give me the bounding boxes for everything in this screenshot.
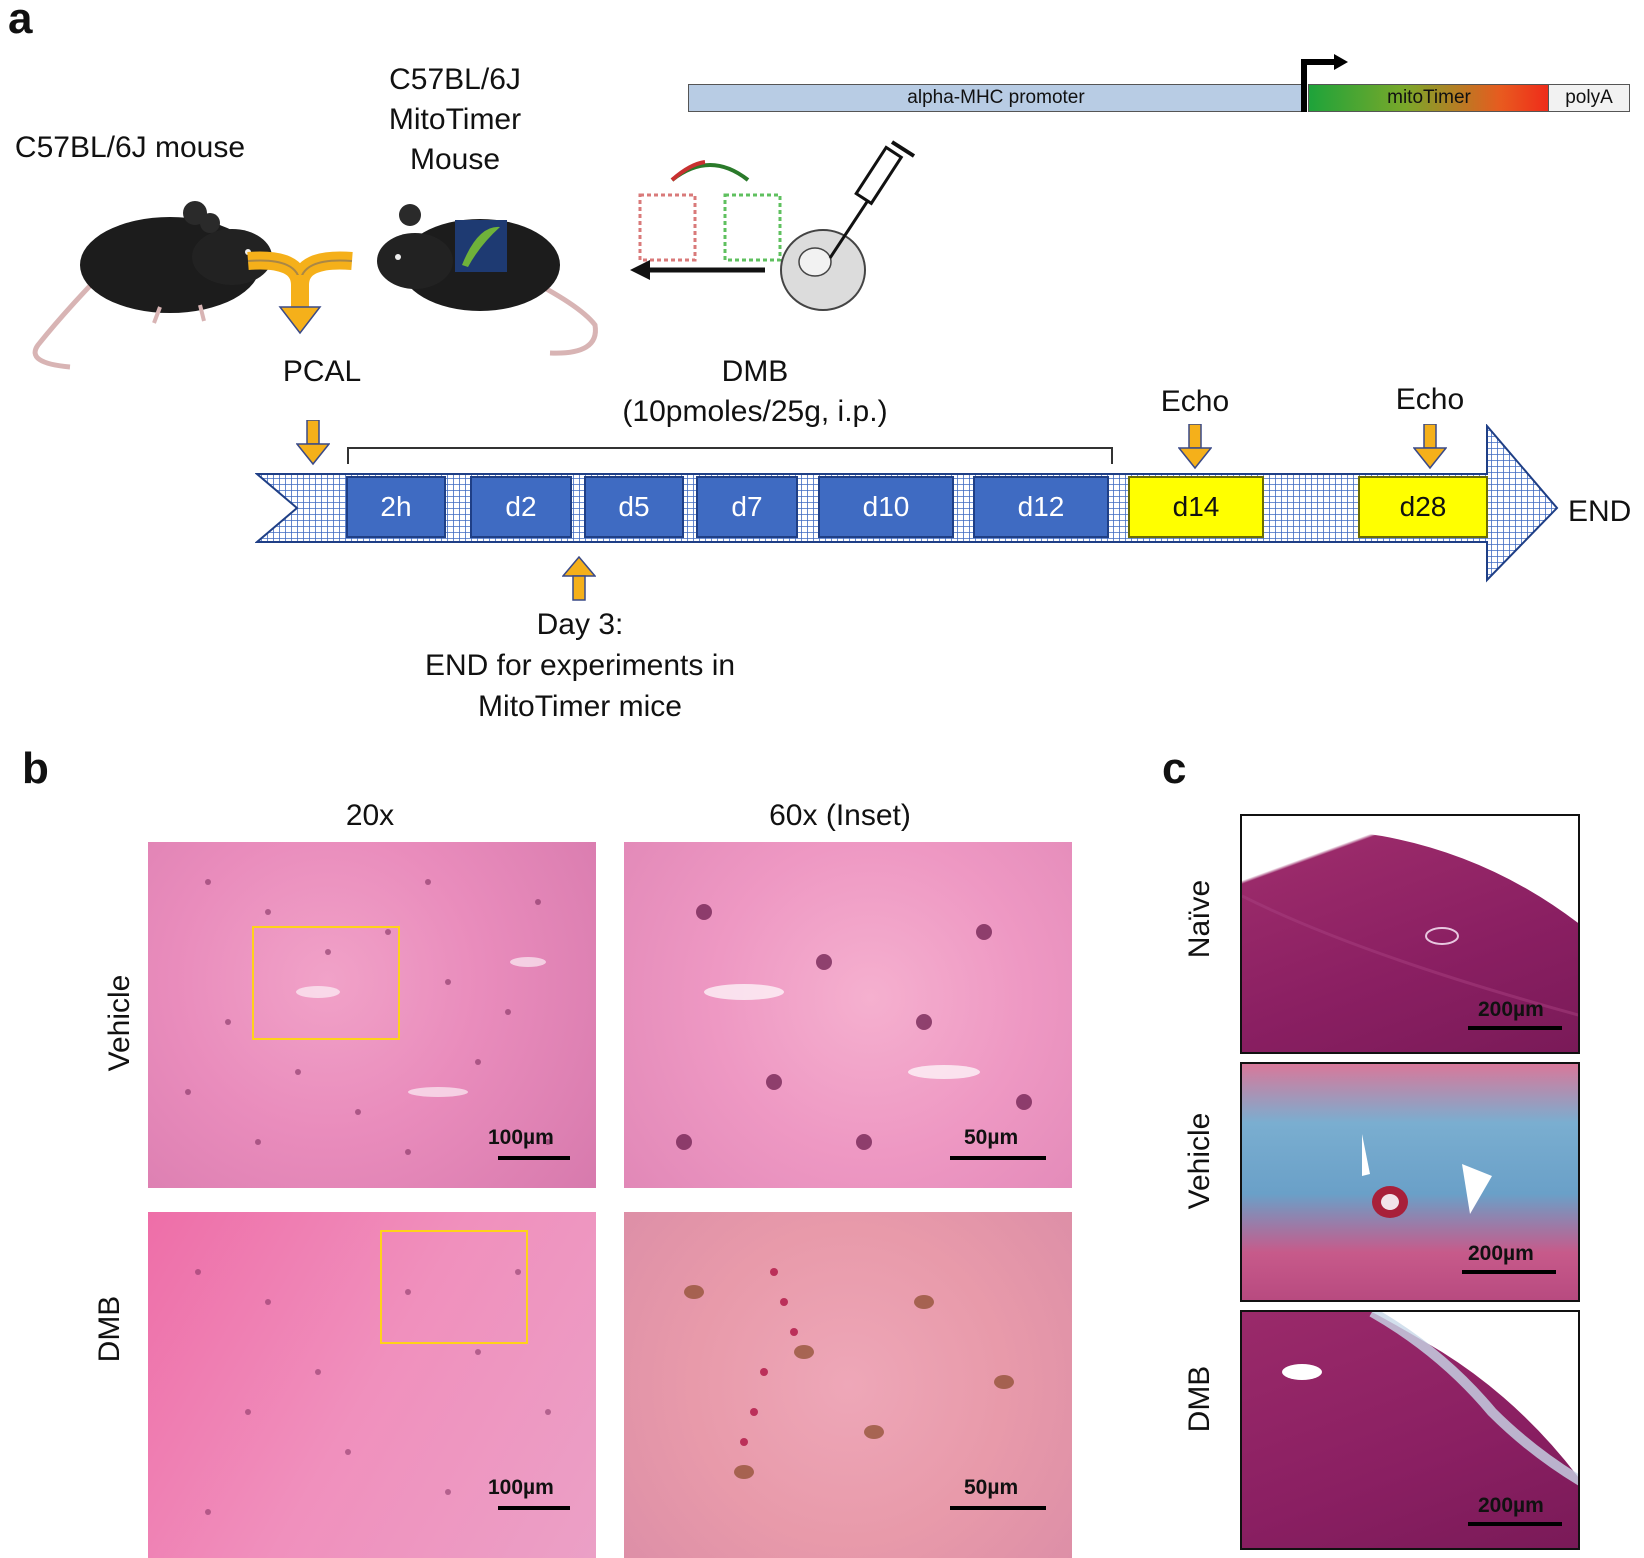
panel-letter-c: c xyxy=(1162,744,1187,793)
scale-bar xyxy=(950,1506,1046,1510)
he-vehicle-20x-image: 100µm xyxy=(148,842,596,1188)
trichrome-naive-image: 200µm xyxy=(1240,814,1580,1054)
pcal-label: PCAL xyxy=(282,355,362,388)
day3-note: Day 3: END for experiments in MitoTimer … xyxy=(380,604,780,727)
scale-bar-label: 50µm xyxy=(964,1476,1019,1499)
wildtype-mouse-label: C57BL/6J mouse xyxy=(14,131,246,164)
day3-up-arrow-icon xyxy=(562,556,596,601)
day3-note-line: MitoTimer mice xyxy=(478,690,682,723)
mitotimer-mouse-label: C57BL/6J MitoTimer Mouse xyxy=(355,60,555,180)
scale-bar xyxy=(498,1156,570,1160)
row-label-dmb: DMB xyxy=(1183,1365,1216,1433)
mitotimer-mouse-icon xyxy=(377,204,598,356)
timeline-box-2h: 2h xyxy=(346,476,446,538)
scale-bar xyxy=(950,1156,1046,1160)
scale-bar xyxy=(1468,1026,1562,1030)
scale-bar-label: 100µm xyxy=(488,1476,554,1499)
scale-bar-label: 100µm xyxy=(488,1126,554,1149)
trichrome-dmb-image: 200µm xyxy=(1240,1310,1580,1550)
timeline-box-d14: d14 xyxy=(1128,476,1264,538)
dmb-treatment-line: DMB xyxy=(721,355,789,388)
wildtype-mouse-icon xyxy=(32,201,272,370)
breeding-cross-arrow-icon xyxy=(247,251,353,335)
mitotimer-label-line: Mouse xyxy=(409,143,501,176)
dmb-treatment-line: (10pmoles/25g, i.p.) xyxy=(622,395,888,428)
scale-bar-label: 200µm xyxy=(1468,1242,1534,1265)
trichrome-vehicle-image: 200µm xyxy=(1240,1062,1580,1302)
row-label-dmb: DMB xyxy=(93,1295,126,1363)
he-dmb-60x-image: 50µm xyxy=(624,1212,1072,1558)
scale-bar-label: 200µm xyxy=(1478,998,1544,1021)
panel-letter-b: b xyxy=(22,744,49,793)
end-label: END xyxy=(1568,495,1632,528)
timeline-box-d10: d10 xyxy=(818,476,954,538)
polya-tail: polyA xyxy=(1548,84,1630,112)
timeline-box-d28: d28 xyxy=(1358,476,1488,538)
timeline-box-d2: d2 xyxy=(470,476,572,538)
timeline-box-d7: d7 xyxy=(696,476,798,538)
transcription-start-arrow-icon xyxy=(1301,54,1348,112)
day3-note-line: END for experiments in xyxy=(424,649,736,682)
mice-illustration xyxy=(32,201,598,370)
panel-letter-a: a xyxy=(8,0,33,43)
scale-bar xyxy=(1468,1522,1562,1526)
echo-label-d28: Echo xyxy=(1395,383,1465,416)
row-label-naive: Naïve xyxy=(1183,879,1216,959)
column-header-60x: 60x (Inset) xyxy=(769,799,911,832)
row-label-vehicle: Vehicle xyxy=(103,974,136,1072)
scale-bar xyxy=(498,1506,570,1510)
embryo-injection-icon xyxy=(780,140,916,311)
echo-arrow-d14-icon xyxy=(1178,424,1212,470)
echo-arrow-d28-icon xyxy=(1413,424,1447,470)
left-arrow-icon xyxy=(630,260,765,280)
row-label-vehicle: Vehicle xyxy=(1183,1112,1216,1210)
he-dmb-20x-image: 100µm xyxy=(148,1212,596,1558)
inset-region-box xyxy=(380,1230,528,1344)
protein-structure-icon xyxy=(638,160,782,262)
scale-bar xyxy=(1462,1270,1556,1274)
mitotimer-label-line: MitoTimer xyxy=(388,103,522,136)
scale-bar-label: 50µm xyxy=(964,1126,1019,1149)
column-header-20x: 20x xyxy=(345,799,395,832)
mitotimer-label-line: C57BL/6J xyxy=(389,63,521,96)
echo-label-d14: Echo xyxy=(1160,385,1230,418)
mitotimer-gene: mitoTimer xyxy=(1308,84,1550,112)
timeline-box-d12: d12 xyxy=(973,476,1109,538)
he-vehicle-60x-image: 50µm xyxy=(624,842,1072,1188)
alpha-mhc-promoter: alpha-MHC promoter xyxy=(688,84,1304,112)
day3-note-line: Day 3: xyxy=(536,608,624,641)
dmb-treatment-label: DMB (10pmoles/25g, i.p.) xyxy=(545,352,965,432)
scale-bar-label: 200µm xyxy=(1478,1494,1544,1517)
dmb-treatment-bracket xyxy=(347,447,1113,464)
mitotimer-protein-and-injection xyxy=(630,140,916,311)
pcal-down-arrow-icon xyxy=(296,420,330,466)
inset-region-box xyxy=(252,926,400,1040)
timeline-box-d5: d5 xyxy=(584,476,684,538)
